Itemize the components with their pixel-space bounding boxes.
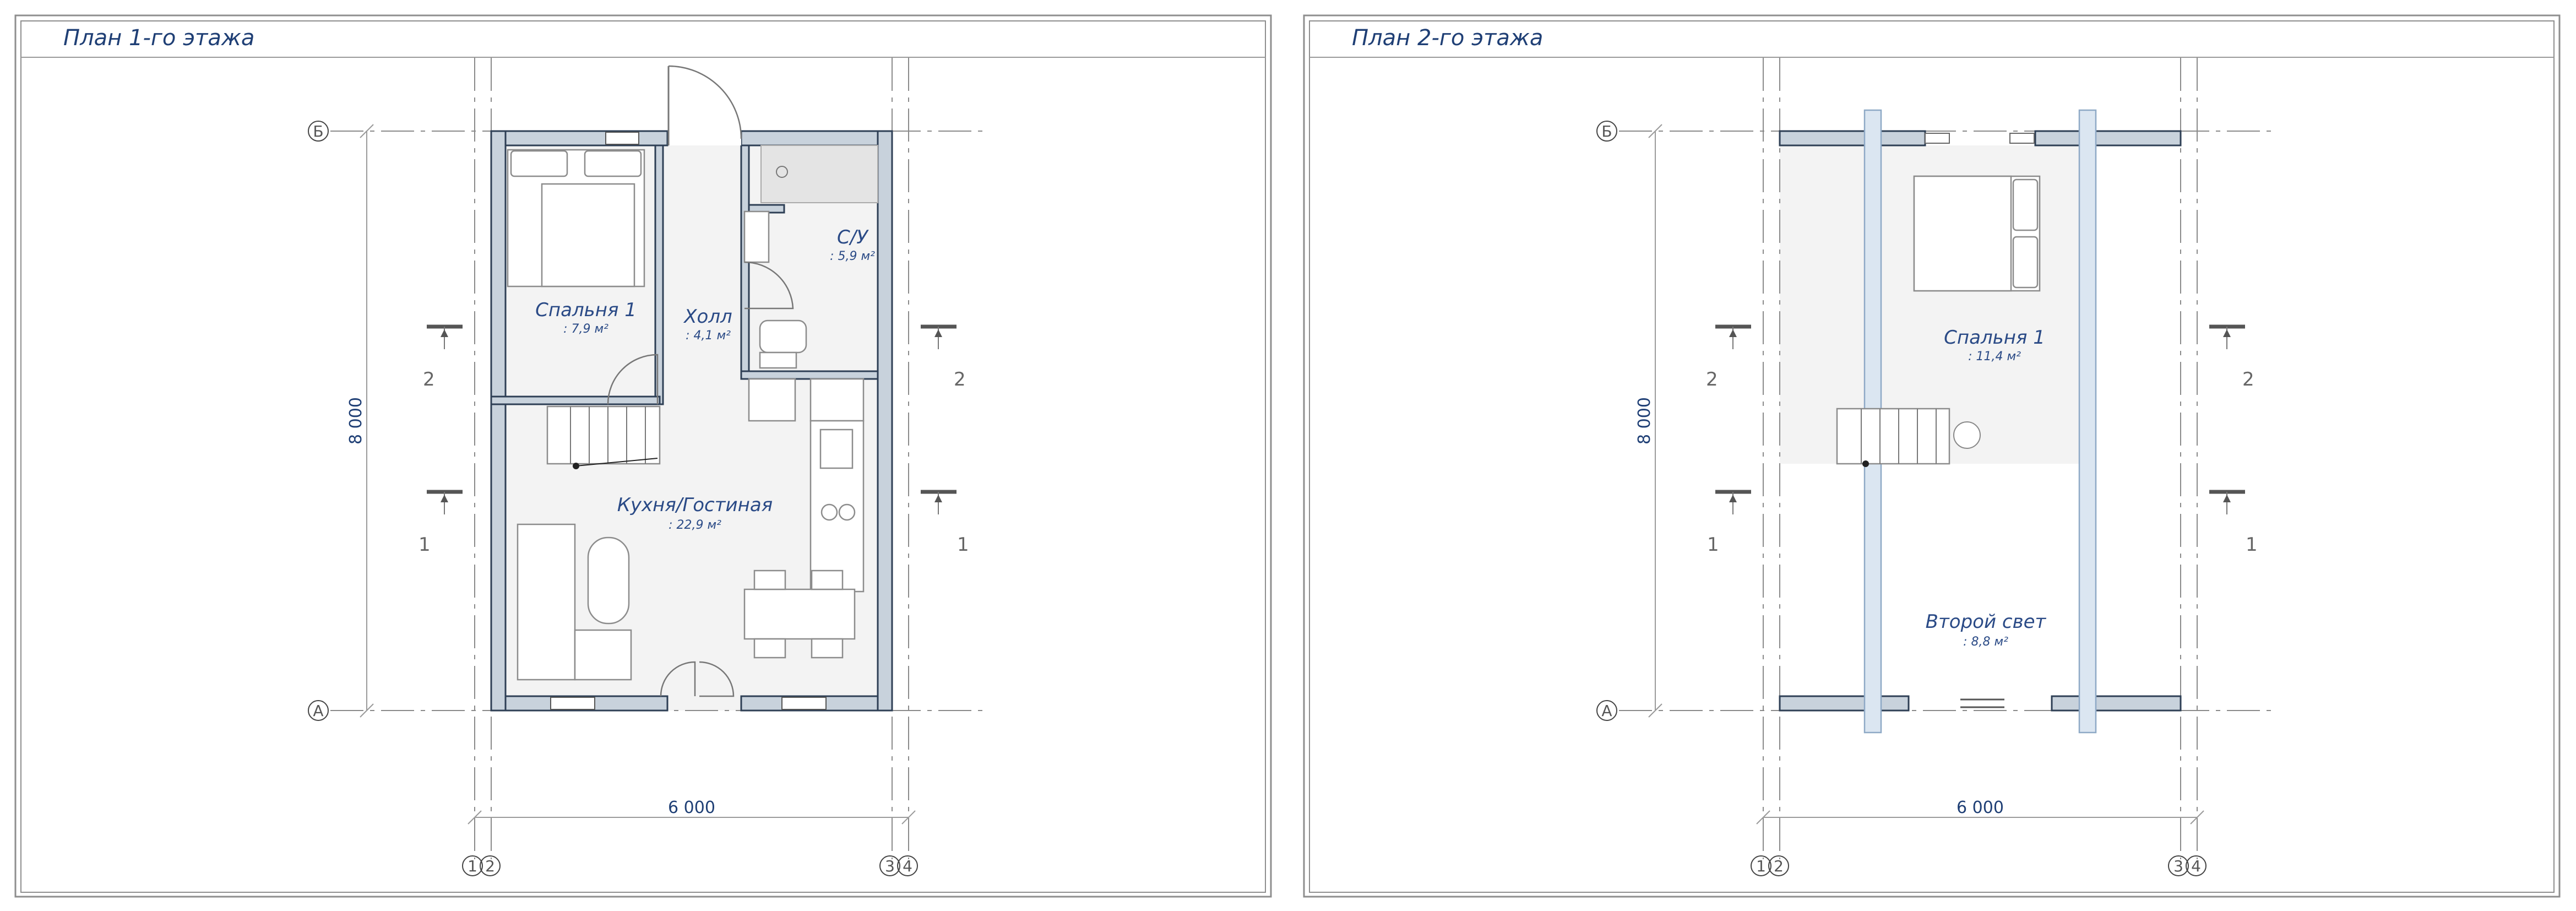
svg-text:1: 1 xyxy=(957,534,969,556)
grid-bubble-a xyxy=(308,700,329,721)
svg-text:1: 1 xyxy=(468,857,477,875)
svg-text:1: 1 xyxy=(2246,534,2258,556)
room-label-second-light: Второй свет : 8,8 м² xyxy=(1926,611,2047,649)
svg-text:Второй свет: Второй свет xyxy=(1926,611,2047,633)
svg-text:1: 1 xyxy=(1756,857,1766,875)
svg-text:3: 3 xyxy=(2173,857,2183,875)
svg-text:1: 1 xyxy=(419,534,431,556)
svg-text:2: 2 xyxy=(2242,368,2254,391)
svg-text:Холл: Холл xyxy=(683,306,732,328)
svg-text:: 22,9 м²: : 22,9 м² xyxy=(669,518,721,532)
terrace-door-left xyxy=(660,661,696,697)
walls xyxy=(490,130,893,712)
sofa-icon xyxy=(517,523,632,681)
svg-text:Кухня/Гостиная: Кухня/Гостиная xyxy=(617,494,773,516)
svg-text:А: А xyxy=(313,702,323,720)
shower-zone xyxy=(760,145,878,203)
bed-icon xyxy=(1913,175,2041,292)
bedroom-door xyxy=(607,354,659,405)
walls xyxy=(1779,130,2182,712)
room-label-bathroom: С/У : 5,9 м² xyxy=(830,226,875,263)
svg-text:4: 4 xyxy=(2191,857,2201,875)
svg-text:3: 3 xyxy=(885,857,895,875)
sheet-inner-frame xyxy=(20,20,1266,893)
grid-bubble-b xyxy=(1596,121,1617,142)
grid-bubble-b xyxy=(308,121,329,142)
dimension-width: 6 000 xyxy=(468,798,916,825)
svg-text:2: 2 xyxy=(1706,368,1718,391)
svg-text:8 000: 8 000 xyxy=(346,397,366,444)
svg-text:: 11,4 м²: : 11,4 м² xyxy=(1968,350,2021,364)
svg-text:: 7,9 м²: : 7,9 м² xyxy=(563,322,608,336)
svg-text:Б: Б xyxy=(1601,122,1612,140)
sheet-floor-1: План 1-го этажа Б А 1 2 3 4 xyxy=(14,14,1272,898)
svg-text:8 000: 8 000 xyxy=(1635,397,1654,444)
entrance-door xyxy=(667,65,742,145)
toilet-tank-icon xyxy=(759,351,797,369)
grid-column-bubbles: 1 2 3 4 xyxy=(462,855,918,876)
bathroom-door xyxy=(744,261,794,310)
svg-text:4: 4 xyxy=(903,857,912,875)
sheet-frame xyxy=(14,14,1272,898)
room-label-hall: Холл : 4,1 м² xyxy=(683,306,732,343)
dimension-depth: 8 000 xyxy=(346,124,374,718)
roof-beam-right xyxy=(2078,109,2097,734)
dimension-depth: 8 000 xyxy=(1635,124,1662,718)
sheet-title: План 2-го этажа xyxy=(1352,25,1543,51)
shower-head-icon xyxy=(776,166,788,178)
svg-text:Спальня 1: Спальня 1 xyxy=(535,299,637,321)
room-label-bedroom-1: Спальня 1 : 7,9 м² xyxy=(535,299,637,336)
room-label-kitchen-living: Кухня/Гостиная : 22,9 м² xyxy=(617,494,773,532)
section-marks: 2 2 1 1 xyxy=(1706,324,2258,556)
dimension-width: 6 000 xyxy=(1756,798,2204,825)
svg-text:2: 2 xyxy=(423,368,435,391)
grid-column-bubbles: 1 2 3 4 xyxy=(1751,855,2207,876)
svg-text:2: 2 xyxy=(954,368,966,391)
sheet-floor-2: План 2-го этажа Б А 1 2 3 4 xyxy=(1303,14,2561,898)
svg-text:Б: Б xyxy=(313,122,323,140)
section-marks: 2 2 1 1 xyxy=(419,324,969,556)
sheet-title: План 1-го этажа xyxy=(63,25,254,51)
svg-text:2: 2 xyxy=(1774,857,1784,875)
svg-text:Спальня 1: Спальня 1 xyxy=(1944,327,2045,349)
coffee-table-icon xyxy=(587,536,630,625)
sheet-inner-frame xyxy=(1309,20,2555,893)
sink-icon xyxy=(743,210,770,263)
stairs-icon xyxy=(546,405,661,469)
svg-text:6 000: 6 000 xyxy=(668,798,715,817)
svg-text:: 8,8 м²: : 8,8 м² xyxy=(1963,635,2008,649)
terrace-door-right xyxy=(699,661,735,697)
svg-text:А: А xyxy=(1601,702,1612,720)
svg-text:: 5,9 м²: : 5,9 м² xyxy=(830,250,875,263)
svg-text:1: 1 xyxy=(1707,534,1719,556)
svg-text:2: 2 xyxy=(485,857,495,875)
svg-text:6 000: 6 000 xyxy=(1957,798,2004,817)
bed-icon xyxy=(507,149,645,288)
grid-axes xyxy=(1619,58,2274,859)
stairs-icon xyxy=(1836,408,1981,467)
svg-text:С/У: С/У xyxy=(837,226,869,248)
sheet-frame xyxy=(1303,14,2561,898)
grid-bubble-a xyxy=(1596,700,1617,721)
svg-text:: 4,1 м²: : 4,1 м² xyxy=(686,329,731,343)
room-label-bedroom-1: Спальня 1 : 11,4 м² xyxy=(1944,327,2045,364)
toilet-icon xyxy=(759,319,807,354)
kitchen-counter-icon xyxy=(743,378,865,659)
